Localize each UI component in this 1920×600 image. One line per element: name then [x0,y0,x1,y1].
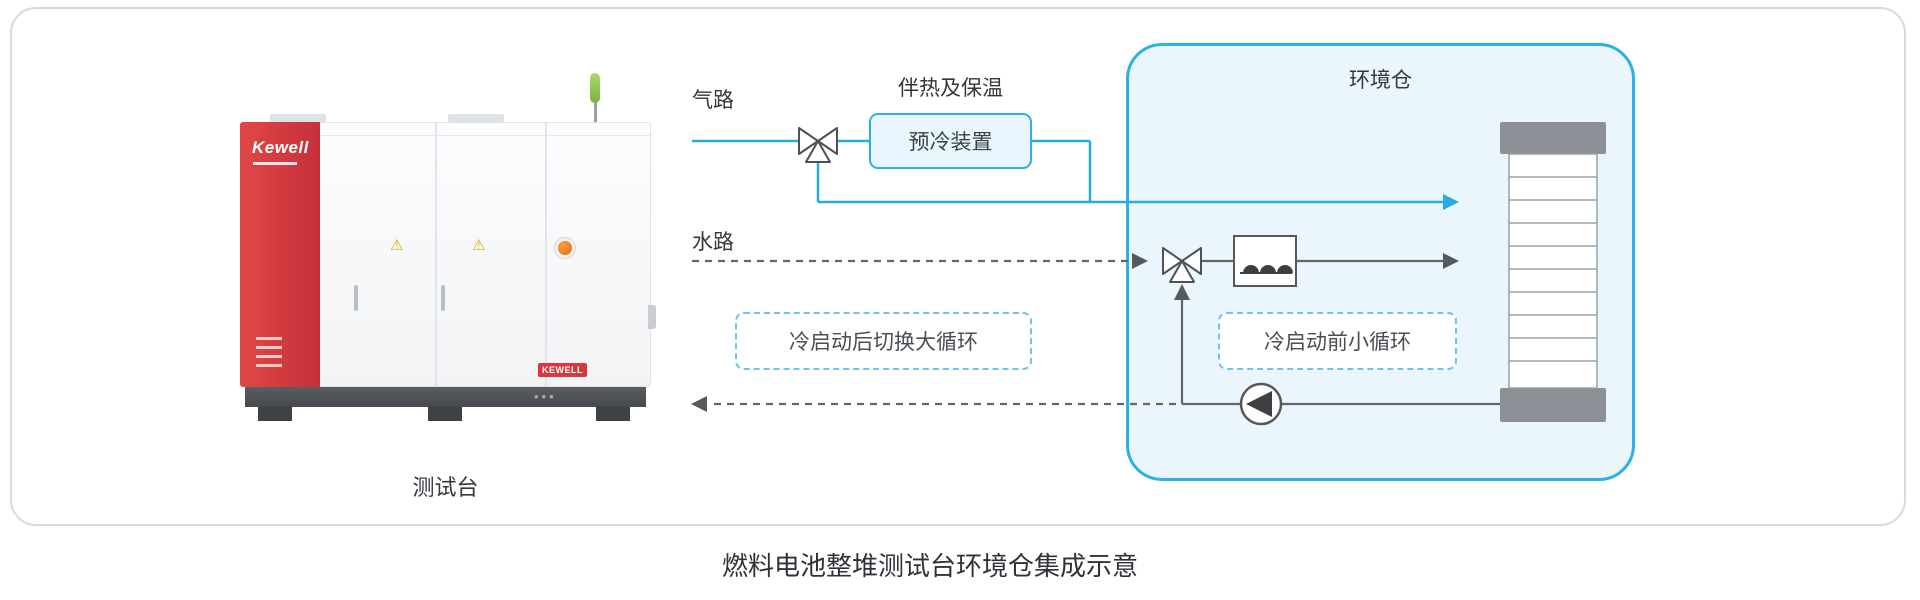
return-line [691,396,1176,412]
water-arrow-icon [1443,253,1459,269]
cabinet-foot [258,407,292,421]
loop-up-arrow-icon [1174,284,1190,300]
top-vent [270,114,326,122]
brand-badge: KEWELL [538,363,587,377]
cabinet-top-seam [320,135,650,136]
heat-trace-label: 伴热及保温 [898,77,1003,100]
big-loop-note-box: 冷启动后切换大循环 [735,312,1032,370]
brand-underline [253,162,297,165]
heater-icon [1233,235,1297,287]
gas-line [692,139,1459,210]
emergency-button-icon [558,241,572,255]
side-connector [648,305,656,329]
small-loop-line [1174,284,1500,406]
test-bench-label: 测试台 [412,475,479,500]
brand-side-panel: Kewell [240,122,320,387]
door-seam [545,122,547,387]
antenna-pole-icon [594,95,597,125]
gas-three-way-valve-icon [798,127,838,163]
gas-arrow-icon [1443,194,1459,210]
figure-caption: 燃料电池整堆测试台环境仓集成示意 [721,551,1139,581]
brand-logo: Kewell [252,138,309,157]
fuel-cell-stack [1500,122,1606,422]
environment-chamber-label: 环境仓 [1349,69,1412,92]
water-line [692,253,1459,269]
door-handle [441,285,445,311]
cabinet-base [245,387,646,407]
top-vent [448,114,504,122]
cabinet-foot [428,407,462,421]
warning-icon: ⚠ [472,237,486,254]
water-inlet-arrow-icon [1132,253,1148,269]
panel-markings [256,337,282,367]
small-loop-note-box: 冷启动前小循环 [1218,312,1457,370]
return-arrow-icon [691,396,707,412]
gas-path-label: 气路 [692,89,734,112]
water-three-way-valve-icon [1162,247,1202,283]
antenna-icon [590,73,600,103]
warning-icon: ⚠ [390,237,404,254]
door-seam [435,122,437,387]
test-bench-cabinet: Kewell ⚠ ⚠ KEWELL ••• [240,73,656,425]
precool-device-box: 预冷装置 [869,113,1032,169]
water-path-label: 水路 [692,231,734,254]
door-handle [354,285,358,311]
pump-icon [1239,382,1283,426]
cabinet-foot [596,407,630,421]
base-vent-dots: ••• [534,389,557,404]
